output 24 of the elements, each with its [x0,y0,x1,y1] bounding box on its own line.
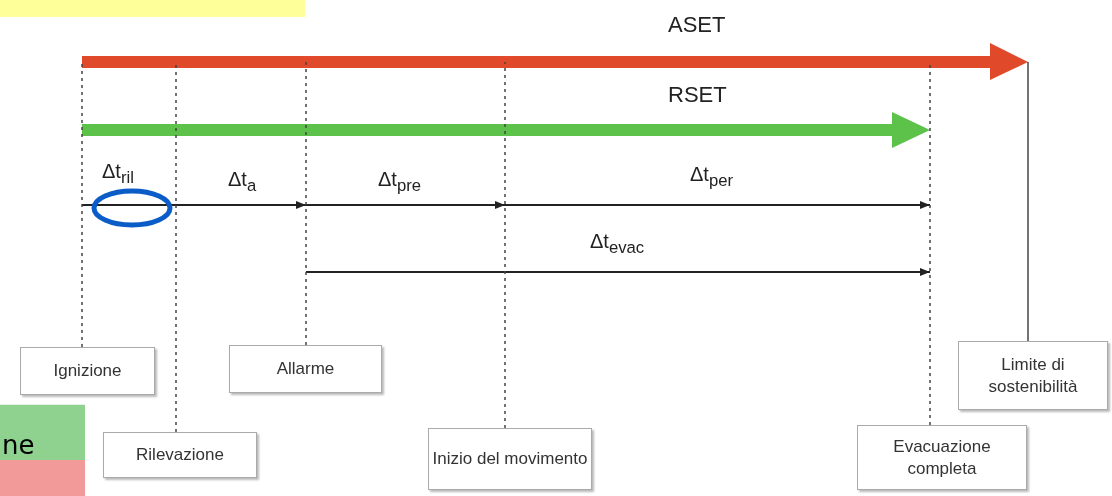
event-box [857,425,1027,490]
duration-label: Δt$_{per}$ [690,163,733,191]
duration-label: Δt$_{pre}$ [378,168,421,196]
interval-label: ASET [668,12,726,38]
duration-label: Δt$_{ril}$ [102,160,134,188]
duration-label: Δt$_{a}$ [228,168,257,196]
interval-label: RSET [668,82,727,108]
text-fragment: ne [2,430,35,460]
event-label: Allarme [276,358,335,380]
event-box [20,347,155,395]
event-box [103,432,257,478]
leader-line [504,61,506,429]
event-label: Limite di sostenibilità [987,354,1079,397]
leader-line [305,61,307,346]
event-box [428,428,592,490]
event-box [958,341,1108,410]
leader-line [81,61,83,348]
event-label: Ignizione [53,360,122,382]
event-label: Inizio del movimento [432,448,588,470]
duration-label: Δt$_{evac}$ [590,230,645,258]
event-label: Evacuazione completa [892,436,992,479]
event-box [229,345,382,393]
event-label: Rilevazione [136,444,224,466]
leader-line [1027,61,1029,342]
